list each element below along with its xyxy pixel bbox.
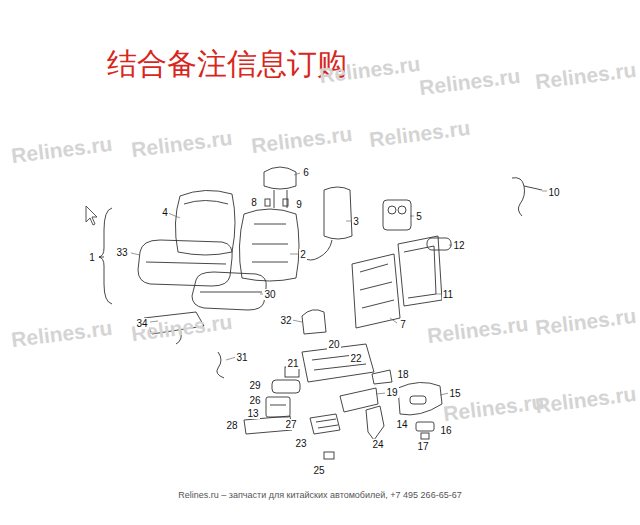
callout-number: 27 xyxy=(284,419,297,430)
callout-number: 7 xyxy=(399,319,407,330)
callout-number: 17 xyxy=(416,441,429,452)
callout-number: 29 xyxy=(248,380,261,391)
callout-number: 28 xyxy=(225,420,238,431)
callout-number: 19 xyxy=(385,387,398,398)
watermark: Relines.ru xyxy=(10,132,114,168)
watermark: Relines.ru xyxy=(130,126,234,162)
watermark: Relines.ru xyxy=(418,64,522,100)
callout-number: 26 xyxy=(248,395,261,406)
callout-number: 25 xyxy=(312,465,325,476)
callout-number: 9 xyxy=(295,199,303,210)
callout-number: 2 xyxy=(299,249,307,260)
callout-number: 4 xyxy=(161,207,169,218)
callout-number: 23 xyxy=(294,438,307,449)
watermark: Relines.ru xyxy=(534,58,638,94)
callout-number: 30 xyxy=(263,289,276,300)
callout-number: 12 xyxy=(452,240,465,251)
callout-number: 18 xyxy=(396,369,409,380)
callout-number: 20 xyxy=(327,339,340,350)
page-title: 结合备注信息订购 xyxy=(107,44,347,85)
callout-number: 13 xyxy=(246,408,259,419)
callout-number: 34 xyxy=(135,318,148,329)
callout-number: 21 xyxy=(286,358,299,369)
watermark: Relines.ru xyxy=(426,312,530,348)
watermark: Relines.ru xyxy=(534,304,638,340)
callout-number: 11 xyxy=(442,289,454,300)
callout-number: 33 xyxy=(115,247,128,258)
footer-note: Relines.ru – запчасти для китайских авто… xyxy=(178,490,461,500)
callout-number: 32 xyxy=(279,315,292,326)
watermark: Relines.ru xyxy=(250,122,354,158)
callout-number: 22 xyxy=(349,353,362,364)
callout-number: 1 xyxy=(88,252,96,263)
callout-number: 8 xyxy=(250,197,258,208)
callout-number: 10 xyxy=(547,187,560,198)
callout-number: 15 xyxy=(448,388,461,399)
callout-number: 3 xyxy=(352,216,360,227)
callout-number: 24 xyxy=(371,439,384,450)
watermark: Relines.ru xyxy=(368,116,472,152)
callout-number: 16 xyxy=(439,425,452,436)
watermark: Relines.ru xyxy=(534,382,638,418)
watermark: Relines.ru xyxy=(10,316,114,352)
callout-number: 31 xyxy=(235,352,248,363)
callout-number: 5 xyxy=(415,211,423,222)
callout-number: 14 xyxy=(395,419,408,430)
callout-number: 6 xyxy=(302,167,310,178)
